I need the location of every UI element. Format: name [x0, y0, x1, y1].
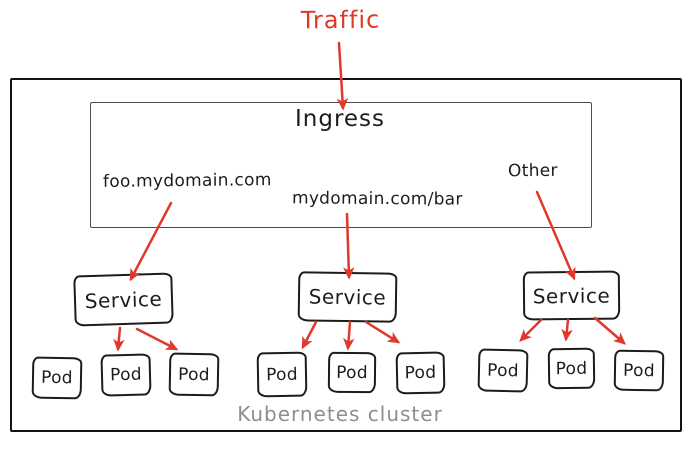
pod-box: Pod	[168, 352, 220, 397]
traffic-label: Traffic	[300, 5, 381, 35]
pod-box: Pod	[256, 351, 308, 398]
pod-box: Pod	[395, 351, 446, 395]
service-box-3: Service	[522, 270, 621, 321]
ingress-rule-other-label: Other	[507, 160, 558, 182]
pod-box: Pod	[547, 347, 596, 390]
ingress-title: Ingress	[294, 106, 386, 132]
pod-box: Pod	[100, 353, 152, 397]
service-box-1: Service	[73, 272, 174, 327]
pod-box: Pod	[613, 349, 665, 392]
ingress-rule-host-label: foo.mydomain.com	[102, 170, 272, 192]
service-box-2: Service	[297, 271, 398, 323]
cluster-label: Kubernetes cluster	[237, 402, 443, 426]
pod-box: Pod	[477, 348, 529, 393]
ingress-rule-path-label: mydomain.com/bar	[291, 188, 463, 210]
pod-box: Pod	[327, 351, 377, 394]
pod-box: Pod	[31, 356, 83, 400]
cluster-boundary-box	[10, 78, 682, 432]
